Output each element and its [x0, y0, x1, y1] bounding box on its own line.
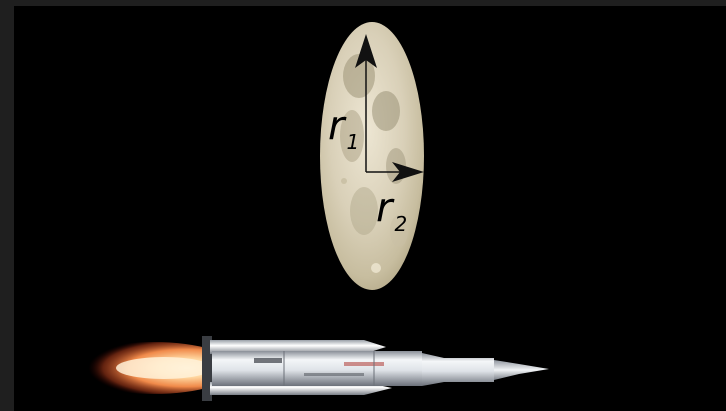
moon-crater [371, 263, 381, 273]
r2-label-subscript: 2 [394, 212, 407, 236]
rocket-detail [254, 358, 282, 363]
moon-crater [341, 178, 347, 184]
r1-label-main: r [328, 103, 344, 149]
moon [320, 22, 424, 290]
rocket-nose-cone [494, 360, 549, 380]
r1-label-subscript: 1 [346, 130, 359, 154]
rocket-detail [304, 373, 364, 376]
moon-mare [350, 187, 378, 235]
diagram-canvas [14, 6, 726, 411]
rocket-core-stage [212, 351, 422, 386]
rocket-exhaust-core [116, 357, 212, 379]
moon-mare [372, 91, 400, 131]
rocket-upper-stage [422, 353, 494, 386]
rocket [72, 336, 549, 401]
r2-label-main: r [376, 185, 392, 231]
rocket-detail [344, 362, 384, 366]
